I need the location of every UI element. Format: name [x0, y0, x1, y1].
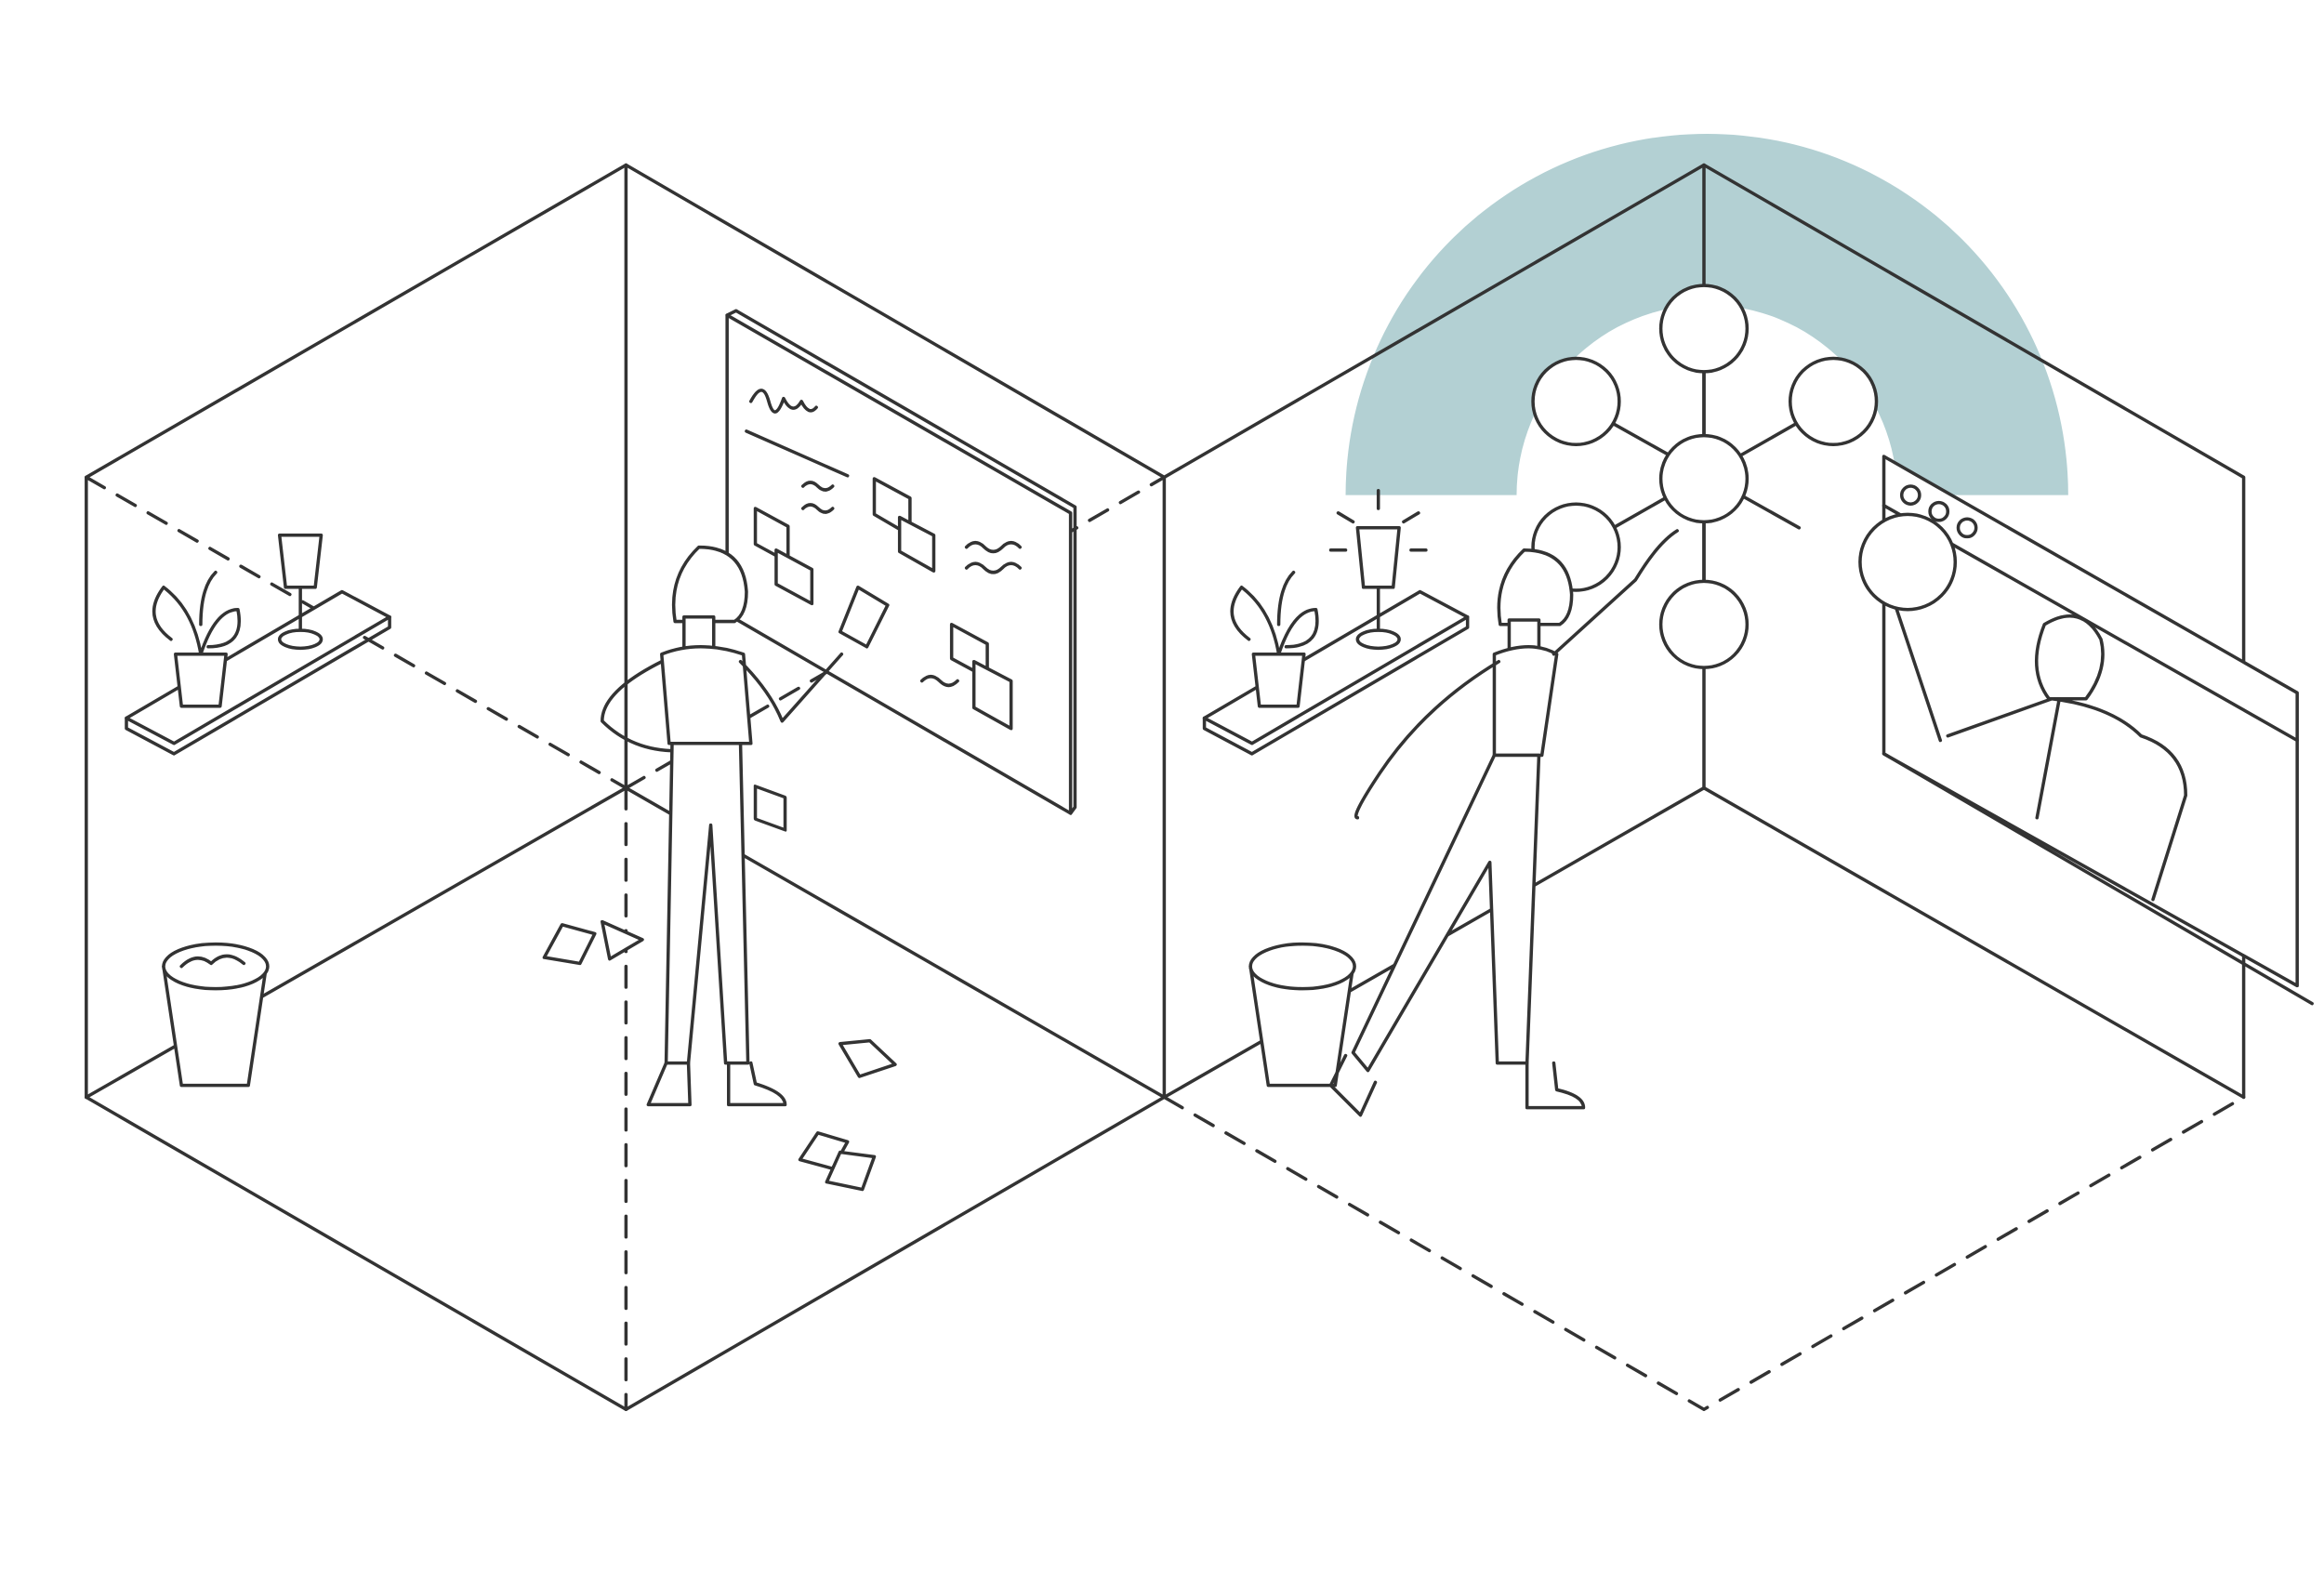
plant-icon	[174, 652, 228, 708]
waste-bin-icon	[162, 942, 270, 1088]
waste-bin-icon	[1248, 942, 1356, 1088]
person-connecting-nodes	[1328, 529, 1679, 1117]
left-shelf	[125, 534, 391, 756]
person-brainstorming	[601, 545, 890, 1107]
right-shelf	[1202, 489, 1470, 756]
lamp-icon	[277, 534, 324, 589]
video-call-window-icon	[1858, 455, 2314, 1006]
accent-arc	[1345, 133, 2068, 495]
sticky-notes-board-icon	[725, 309, 1077, 832]
left-room	[85, 163, 1167, 1412]
plant-icon	[1251, 652, 1306, 708]
lamp-icon	[1355, 526, 1401, 589]
network-nodes-icon	[1531, 284, 1879, 669]
paper-scraps	[542, 919, 897, 1192]
